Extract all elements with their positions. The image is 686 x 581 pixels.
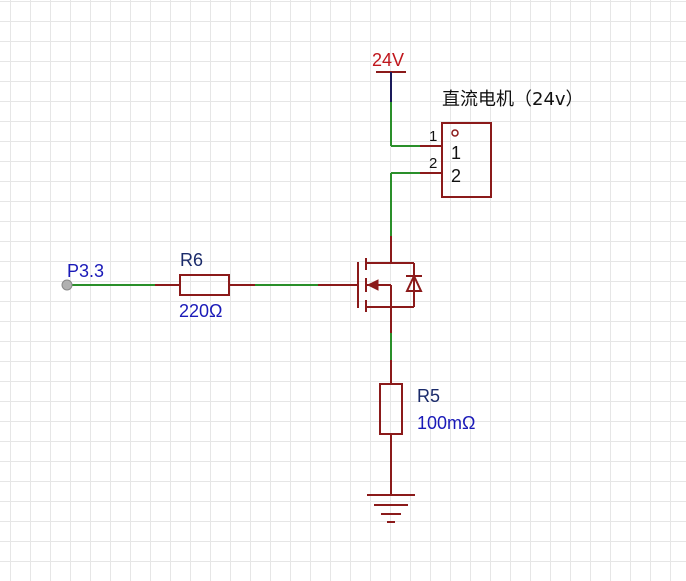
pin2-number: 2 [429,155,437,172]
power-label: 24V [372,50,404,70]
net-label-text: P3.3 [67,261,104,281]
pin1-number: 1 [429,128,437,145]
net-label-p3-3[interactable]: P3.3 [61,261,104,291]
pin1-marker-icon [451,129,459,137]
wires [67,102,420,360]
r5-designator: R5 [417,386,440,406]
motor-body [441,122,492,198]
r6-value: 220Ω [179,301,223,321]
motor-title: 直流电机（24v） [442,89,584,110]
net-port-icon [61,279,73,291]
r6-designator: R6 [180,250,203,270]
r6-body [179,274,230,296]
dc-motor-connector[interactable]: 直流电机（24v） 1 2 1 2 [420,89,584,198]
body-diode-icon [405,273,423,292]
mosfet-arrow-icon [366,279,379,291]
r5-value: 100mΩ [417,413,475,433]
ground-symbol-icon[interactable] [367,494,415,523]
pin1-name: 1 [451,143,461,163]
pin2-name: 2 [451,166,461,186]
resistor-r6[interactable]: R6 220Ω [155,250,255,321]
power-flag-24v[interactable]: 24V [372,50,406,102]
r5-body [379,383,403,435]
resistor-r5[interactable]: R5 100mΩ [379,360,475,494]
mosfet-n-channel[interactable] [318,236,423,333]
